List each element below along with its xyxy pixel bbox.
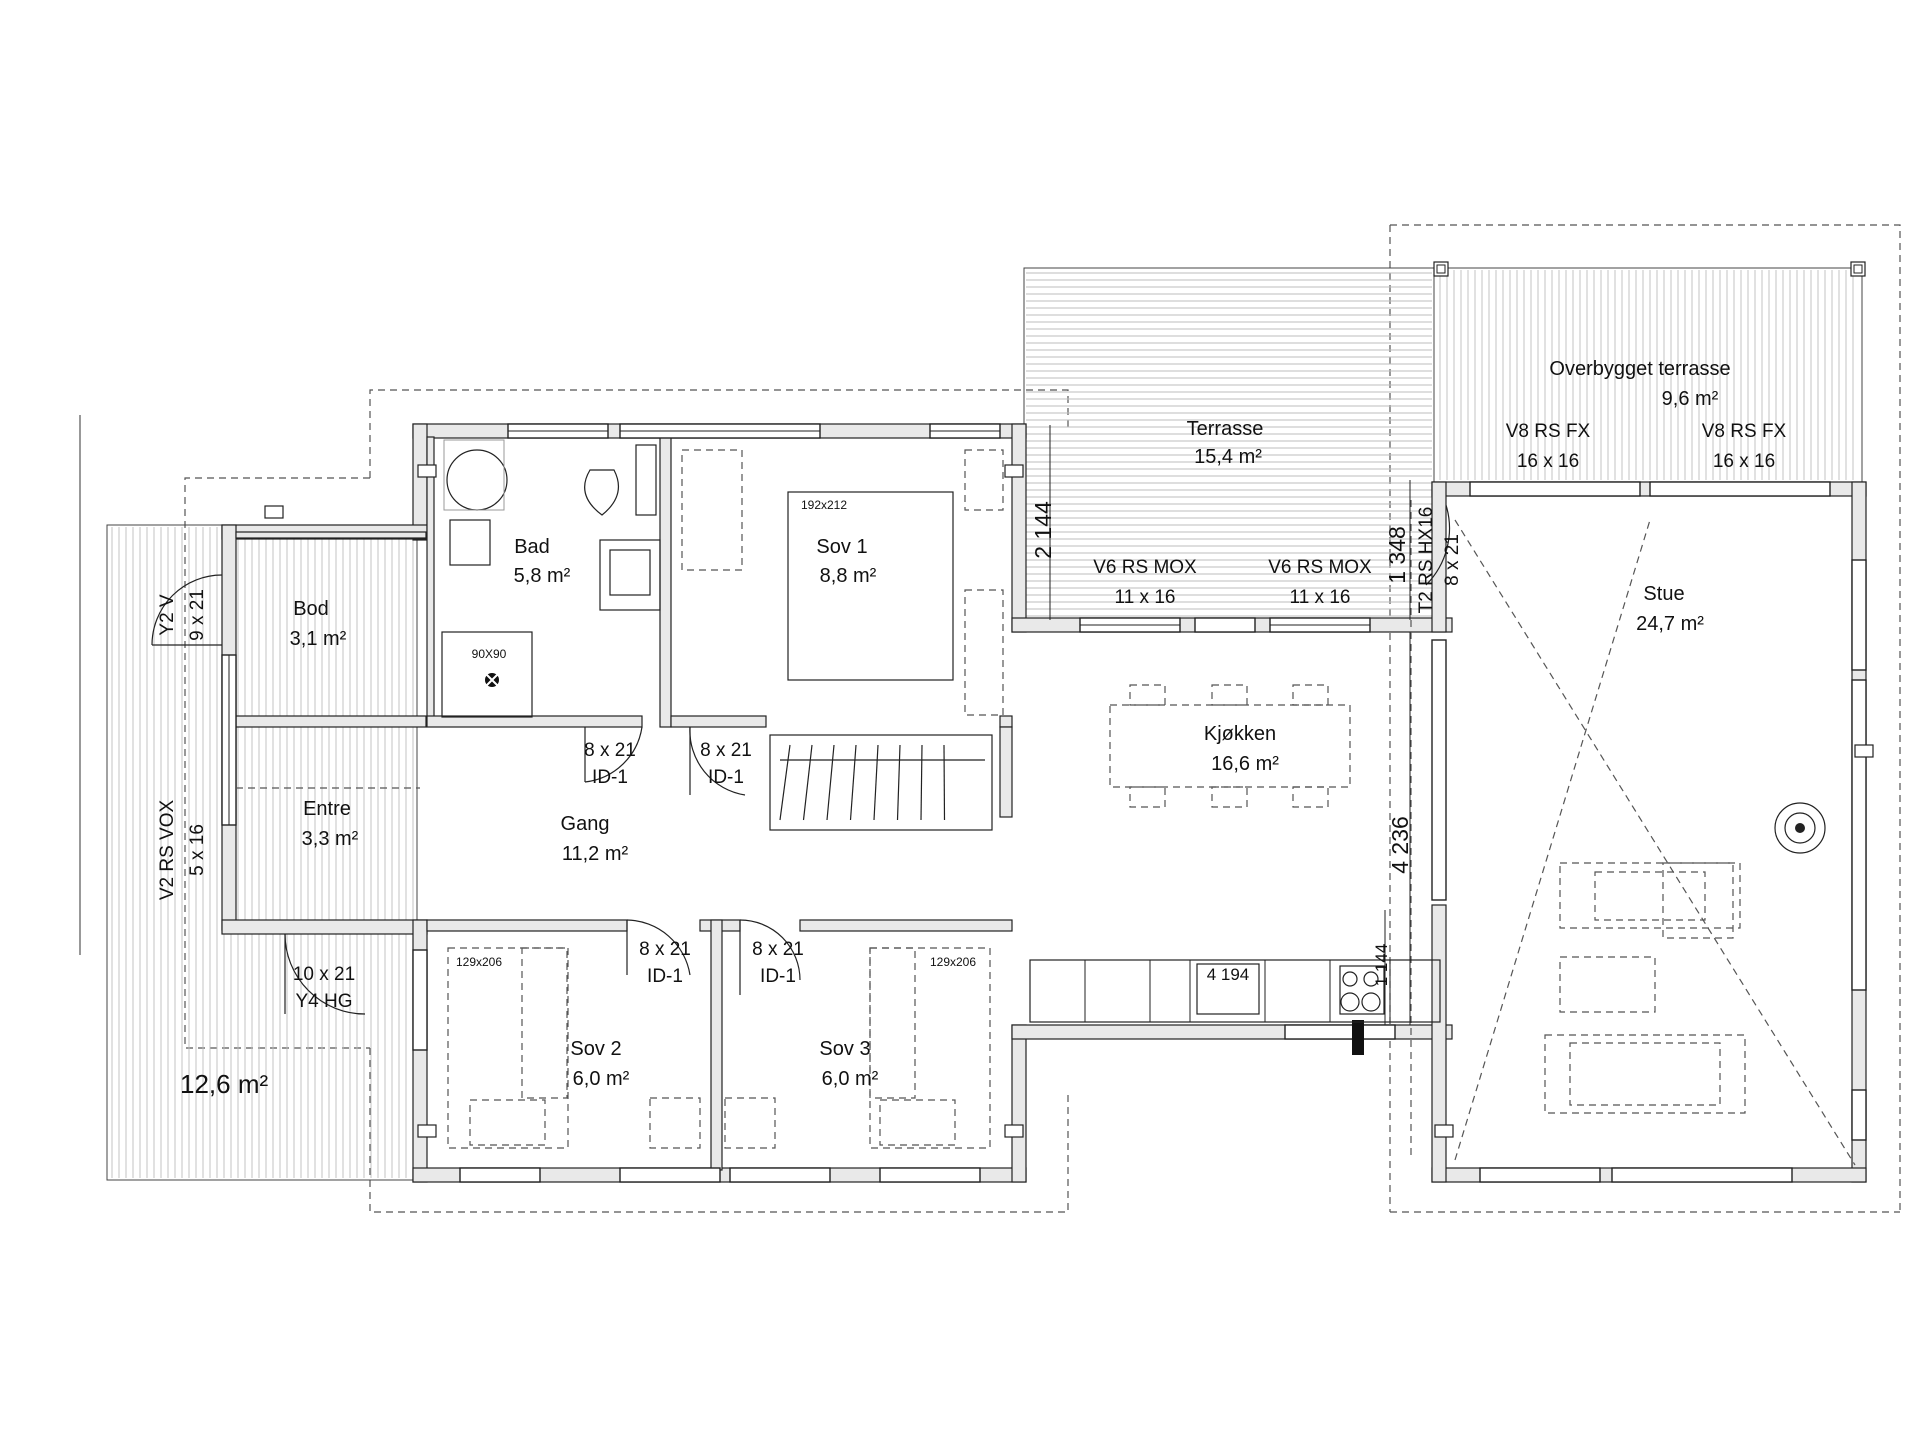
stair-step xyxy=(802,744,813,821)
room-entre-area: 3,3 m² xyxy=(302,828,359,850)
stair-step xyxy=(920,744,923,821)
door-sov2-size: 8 x 21 xyxy=(639,939,691,960)
door-terrace-type: T2 RS HX16 xyxy=(1416,507,1437,614)
room-labels: Bod 3,1 m² Bad 5,8 m² Sov 1 8,8 m² Entre… xyxy=(290,358,1731,1090)
left-deck xyxy=(106,524,418,1181)
kitchen-counter xyxy=(1029,959,1441,1023)
sov3-furniture: 129x206 xyxy=(724,947,991,1149)
window-stue-a-size: 16 x 16 xyxy=(1517,451,1579,472)
sov2-furniture: 129x206 xyxy=(447,947,701,1149)
room-gang-name: Gang xyxy=(561,813,610,835)
dim-kitchen-depth: 4 236 xyxy=(1387,816,1413,874)
door-sov1-size: 8 x 21 xyxy=(700,740,752,761)
left-deck-area: 12,6 m² xyxy=(180,1069,268,1099)
window-kitchen-a-type: V6 RS MOX xyxy=(1093,557,1197,578)
door-terrace-size: 8 x 21 xyxy=(1442,534,1463,586)
door-sov1-type: ID-1 xyxy=(708,767,744,788)
room-bad-name: Bad xyxy=(514,536,550,558)
room-sov1-name: Sov 1 xyxy=(816,536,867,558)
staircase xyxy=(769,734,993,831)
room-stue-area: 24,7 m² xyxy=(1636,613,1704,635)
living-room-furniture xyxy=(1544,802,1826,1114)
window-entre-type: V2 RS VOX xyxy=(157,800,178,901)
bathroom-fixtures: 90X90 xyxy=(441,439,661,718)
stair-step xyxy=(826,744,835,821)
window-labels: V2 RS VOX 5 x 16 V6 RS MOX 11 x 16 V6 RS… xyxy=(157,421,1787,900)
kitchen-table xyxy=(1109,684,1351,808)
sov1-bed-size: 192x212 xyxy=(801,498,847,512)
roof-outline xyxy=(79,224,1901,1213)
room-bod-area: 3,1 m² xyxy=(290,628,347,650)
dimension-lines xyxy=(1049,425,1411,1025)
room-terrasse-area: 15,4 m² xyxy=(1194,446,1262,468)
room-sov1-area: 8,8 m² xyxy=(820,565,877,587)
stair-step xyxy=(873,744,879,821)
stair-step xyxy=(779,744,791,821)
door-sov3-type: ID-1 xyxy=(760,966,796,987)
window-stue-b-type: V8 RS FX xyxy=(1702,421,1787,442)
door-swings xyxy=(151,504,1451,1015)
door-entrance-type: Y4 HG xyxy=(295,991,352,1012)
room-bad-area: 5,8 m² xyxy=(514,565,571,587)
sov1-furniture: 192x212 xyxy=(681,449,1004,716)
door-bad-type: ID-1 xyxy=(592,767,628,788)
door-bod-type: Y2 V xyxy=(157,594,178,636)
room-sov3-name: Sov 3 xyxy=(819,1038,870,1060)
dim-terrace-step: 1 348 xyxy=(1384,526,1410,584)
room-sov2-area: 6,0 m² xyxy=(573,1068,630,1090)
window-stue-a-type: V8 RS FX xyxy=(1506,421,1591,442)
interior-walls xyxy=(235,436,1013,1171)
vent-markers xyxy=(264,464,1874,1138)
sov3-bed-size: 129x206 xyxy=(930,955,976,969)
dimension-labels: 2 144 1 348 4 236 1 144 4 194 xyxy=(1030,501,1413,986)
door-bod-size: 9 x 21 xyxy=(187,589,208,641)
sov2-bed-size: 129x206 xyxy=(456,955,502,969)
window-stue-b-size: 16 x 16 xyxy=(1713,451,1775,472)
stair-step xyxy=(896,744,901,821)
door-labels: 8 x 21 ID-1 8 x 21 ID-1 8 x 21 ID-1 8 x … xyxy=(157,507,1463,1012)
room-stue-name: Stue xyxy=(1643,583,1684,605)
door-entrance-size: 10 x 21 xyxy=(293,964,355,985)
room-entre-name: Entre xyxy=(303,798,351,820)
covered-terrace-deck xyxy=(1433,267,1863,483)
stair-step xyxy=(849,744,857,821)
window-kitchen-b-type: V6 RS MOX xyxy=(1268,557,1372,578)
door-bad-size: 8 x 21 xyxy=(584,740,636,761)
room-bod-name: Bod xyxy=(293,598,329,620)
room-terrasse-name: Terrasse xyxy=(1187,418,1264,440)
door-sov3-size: 8 x 21 xyxy=(752,939,804,960)
room-gang-area: 11,2 m² xyxy=(562,843,629,865)
dim-terrace-depth: 2 144 xyxy=(1030,501,1056,559)
dim-kitchen-width: 4 194 xyxy=(1207,965,1250,984)
room-overbygget-name: Overbygget terrasse xyxy=(1549,358,1730,380)
room-kjokken-name: Kjøkken xyxy=(1204,723,1276,745)
window-kitchen-b-size: 11 x 16 xyxy=(1290,587,1351,608)
shower-size-label: 90X90 xyxy=(472,647,507,661)
room-kjokken-area: 16,6 m² xyxy=(1211,753,1279,775)
room-sov3-area: 6,0 m² xyxy=(822,1068,879,1090)
room-sov2-name: Sov 2 xyxy=(570,1038,621,1060)
stair-step xyxy=(943,744,946,821)
dim-counter: 1 144 xyxy=(1372,944,1391,987)
room-overbygget-area: 9,6 m² xyxy=(1662,388,1719,410)
dashed-elements xyxy=(236,500,1856,1166)
window-entre-size: 5 x 16 xyxy=(187,824,208,876)
door-sov2-type: ID-1 xyxy=(647,966,683,987)
terrace-posts xyxy=(1433,261,1866,277)
window-kitchen-a-size: 11 x 16 xyxy=(1115,587,1176,608)
